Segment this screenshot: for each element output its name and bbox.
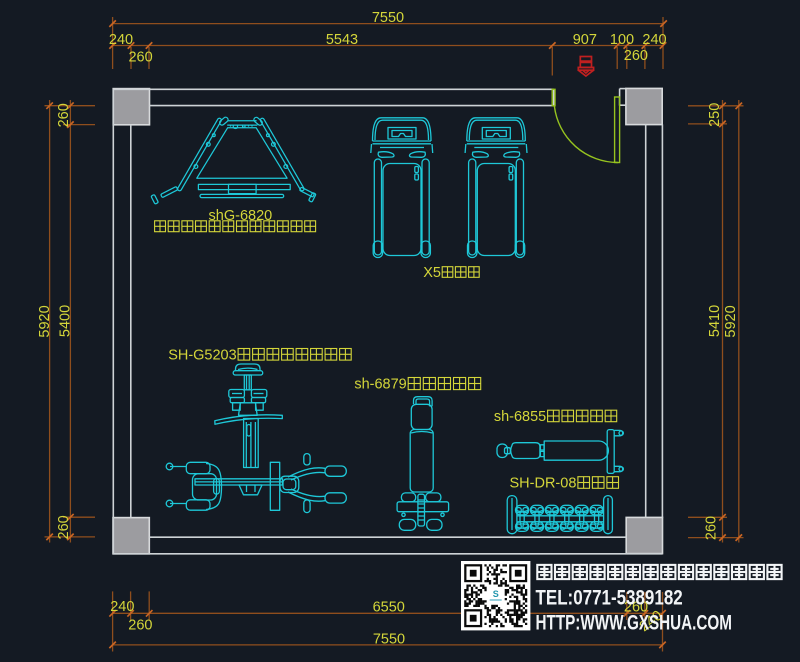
svg-text:6550: 6550 [373, 599, 405, 615]
svg-text:HTTP:WWW.GXSHUA.COM: HTTP:WWW.GXSHUA.COM [536, 612, 733, 635]
svg-text:250: 250 [707, 103, 723, 127]
svg-text:260: 260 [128, 617, 152, 633]
svg-text:260: 260 [56, 515, 72, 539]
svg-text:260: 260 [624, 48, 648, 64]
svg-text:260: 260 [704, 516, 720, 540]
svg-text:5410: 5410 [707, 305, 723, 337]
svg-text:240: 240 [110, 599, 134, 615]
svg-text:shG-6820: shG-6820 [209, 208, 273, 224]
svg-text:5400: 5400 [58, 305, 74, 337]
svg-text:sh-6879: sh-6879 [354, 377, 406, 393]
svg-text:240: 240 [642, 32, 666, 48]
svg-text:SH-DR-08: SH-DR-08 [510, 476, 577, 492]
svg-text:SH-G5203: SH-G5203 [168, 348, 237, 364]
svg-text:7550: 7550 [373, 631, 405, 647]
svg-text:907: 907 [573, 32, 597, 48]
svg-text:260: 260 [56, 103, 72, 127]
svg-text:X5: X5 [423, 265, 441, 281]
svg-text:5920: 5920 [723, 305, 739, 337]
svg-text:5920: 5920 [37, 305, 53, 337]
svg-text:260: 260 [128, 49, 152, 65]
svg-text:100: 100 [610, 32, 634, 48]
svg-text:S: S [493, 589, 499, 599]
svg-text:sh-6855: sh-6855 [494, 409, 546, 425]
svg-text:5543: 5543 [326, 32, 358, 48]
svg-text:TEL:0771-5389182: TEL:0771-5389182 [536, 586, 683, 609]
svg-text:7550: 7550 [372, 10, 404, 26]
svg-text:240: 240 [109, 32, 133, 48]
svg-text:260: 260 [624, 599, 648, 615]
